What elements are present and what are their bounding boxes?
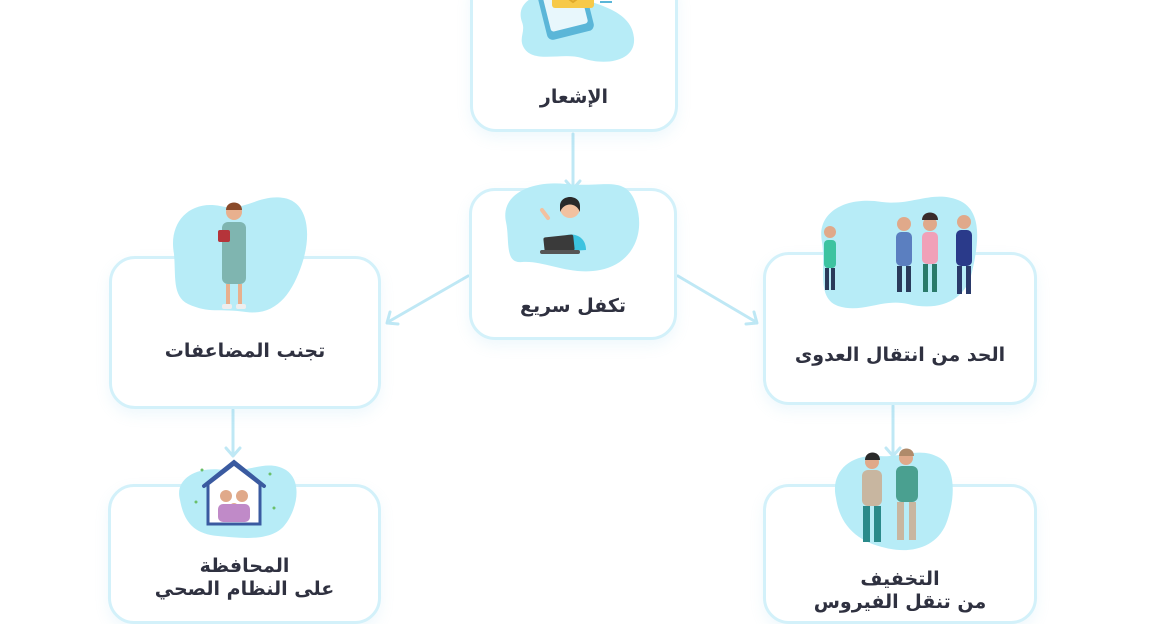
node-virus-mitigation-label-line2: من تنقل الفيروس <box>813 591 987 613</box>
node-avoid-complications: تجنب المضاعفات <box>109 256 381 409</box>
connector-arrows <box>224 132 902 458</box>
two-people-icon <box>834 448 953 551</box>
phone-notification-icon <box>520 0 635 62</box>
node-health-system-label-line2: على النظام الصحي <box>154 578 335 600</box>
node-quick-care-label: تكفل سريع <box>519 295 627 317</box>
node-limit-transmission-label: الحد من انتقال العدوى <box>794 344 1006 366</box>
node-avoid-complications-label: تجنب المضاعفات <box>164 340 326 362</box>
group-of-people-icon <box>821 196 978 309</box>
family-house-icon <box>179 459 297 538</box>
support-agent-icon <box>505 183 640 272</box>
node-health-system-label-line1: المحافظة <box>199 555 290 577</box>
node-notification-label: الإشعار <box>539 86 609 108</box>
person-with-book-icon <box>173 197 308 313</box>
node-virus-mitigation-label-line1: التخفيف <box>860 568 940 590</box>
